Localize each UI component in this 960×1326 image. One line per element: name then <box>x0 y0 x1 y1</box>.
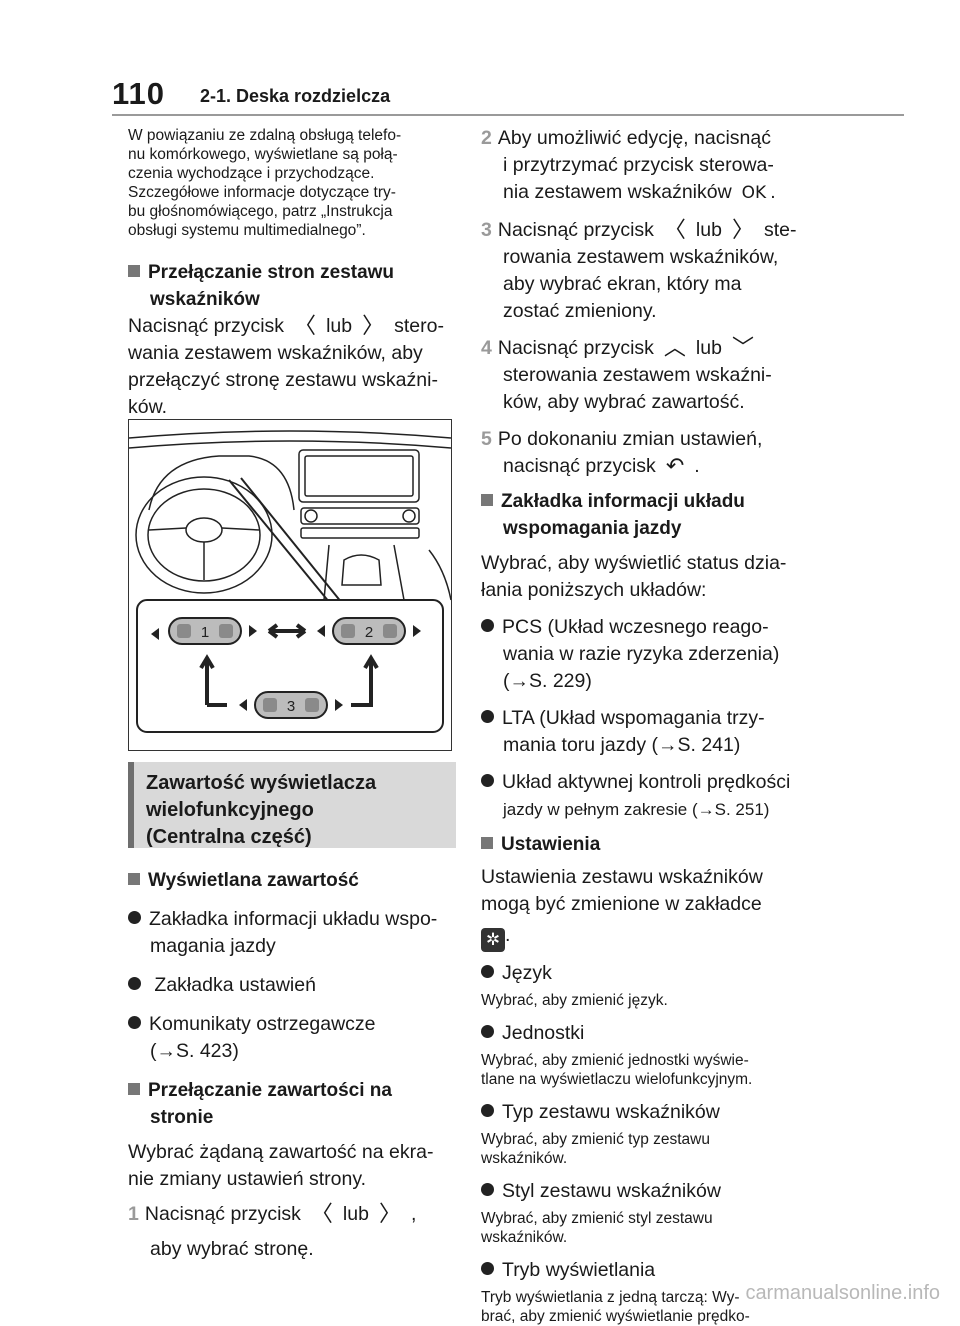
chevron-left-icon: 〈 <box>663 218 686 243</box>
chevron-up-icon: ︿ <box>663 336 686 361</box>
watermark: carmanualsonline.info <box>745 1282 940 1304</box>
page-selector-3 <box>239 691 343 719</box>
round-bullet-icon <box>481 1025 494 1038</box>
dashboard-drawing: 1 2 3 <box>129 430 451 733</box>
round-bullet-icon <box>481 1262 494 1275</box>
back-arrow-icon: ↶ <box>665 454 685 479</box>
chevron-left-icon: 〈 <box>294 314 317 339</box>
round-bullet-icon <box>128 1016 141 1029</box>
round-bullet-icon <box>481 774 494 787</box>
gear-icon: ✲ <box>481 928 505 952</box>
left-content-list: Wyświetlana zawartość Zakładka informacj… <box>128 870 438 1260</box>
page-label-1: 1 <box>201 624 209 641</box>
page-selector-1 <box>151 617 257 645</box>
round-bullet-icon <box>481 1104 494 1117</box>
page-selector-2 <box>317 617 421 645</box>
square-bullet-icon <box>128 873 140 885</box>
chevron-right-icon: 〉 <box>731 218 754 243</box>
page-number: 110 <box>112 76 166 111</box>
section-title: 2-1. Deska rozdzielcza <box>200 86 391 106</box>
round-bullet-icon <box>128 977 141 990</box>
chevron-right-icon: 〉 <box>362 314 385 339</box>
square-bullet-icon <box>481 494 493 506</box>
dashboard-illustration: 1 2 3 <box>128 419 452 751</box>
square-bullet-icon <box>481 837 493 849</box>
heading-page-switch: Przełączanie stron zestawu wskaźników <box>128 259 458 313</box>
chevron-down-icon: ﹀ <box>731 336 754 361</box>
chevron-right-icon: 〉 <box>378 1202 401 1227</box>
round-bullet-icon <box>128 911 141 924</box>
round-bullet-icon <box>481 1183 494 1196</box>
round-bullet-icon <box>481 710 494 723</box>
round-bullet-icon <box>481 619 494 632</box>
chevron-left-icon: 〈 <box>310 1202 333 1227</box>
square-bullet-icon <box>128 1083 140 1095</box>
round-bullet-icon <box>481 965 494 978</box>
ok-button-icon: OK <box>741 183 767 203</box>
paragraph-page-switch: Nacisnąć przycisk〈lub〉stero- wania zesta… <box>128 314 444 418</box>
page-label-2: 2 <box>365 624 373 641</box>
intro-paragraph: W powiązaniu ze zdalną obsługą telefo-nu… <box>128 127 402 239</box>
page-label-3: 3 <box>287 698 295 715</box>
header-rule <box>112 114 904 116</box>
square-bullet-icon <box>128 265 140 277</box>
